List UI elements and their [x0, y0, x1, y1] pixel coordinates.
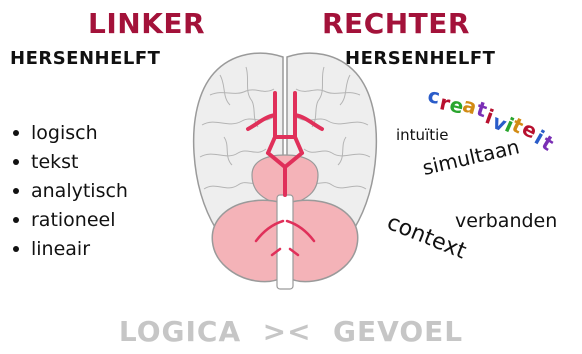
list-item: analytisch — [10, 176, 128, 205]
list-item: rationeel — [10, 205, 128, 234]
word-verbanden: verbanden — [455, 212, 557, 231]
left-hemisphere-title: LINKER — [88, 10, 205, 38]
word-intuitie: intuïtie — [396, 128, 449, 143]
bullet-icon — [13, 188, 19, 194]
right-hemisphere-title: RECHTER — [322, 10, 470, 38]
list-item: logisch — [10, 118, 128, 147]
list-item-label: rationeel — [31, 209, 116, 231]
left-traits-list: logisch tekst analytisch rationeel linea… — [10, 118, 128, 263]
bullet-icon — [13, 246, 19, 252]
spinal-cord — [277, 195, 293, 289]
logic-vs-feeling-footer: LOGICA >< GEVOEL — [0, 318, 582, 346]
list-item: tekst — [10, 147, 128, 176]
list-item-label: tekst — [31, 151, 79, 173]
list-item: lineair — [10, 234, 128, 263]
creativiteit-word: creativiteit creativiteit — [428, 92, 553, 112]
brain-illustration — [190, 45, 380, 295]
list-item-label: logisch — [31, 122, 98, 144]
left-hemisphere-subtitle: HERSENHELFT — [10, 50, 160, 68]
list-item-label: analytisch — [31, 180, 128, 202]
bullet-icon — [13, 159, 19, 165]
list-item-label: lineair — [31, 238, 90, 260]
bullet-icon — [13, 130, 19, 136]
bullet-icon — [13, 217, 19, 223]
